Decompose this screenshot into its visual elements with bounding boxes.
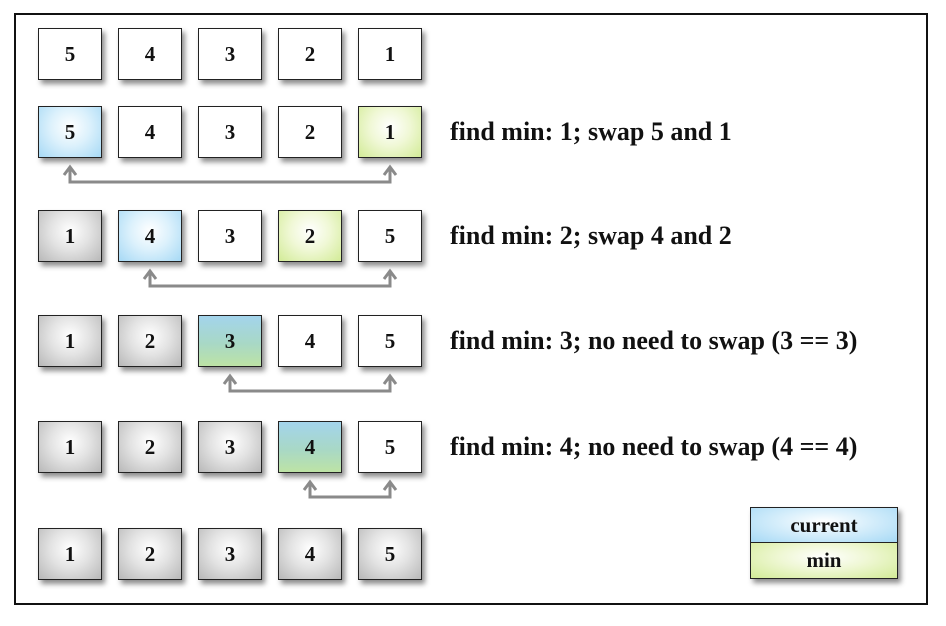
- arrow-head-icon: [222, 373, 238, 385]
- array-cell-r2-c4: 2: [278, 106, 342, 158]
- array-cell-r4-c2: 2: [118, 315, 182, 367]
- array-cell-r6-c4: 4: [278, 528, 342, 580]
- legend-min: min: [751, 543, 897, 578]
- swap-arrow-row-3: [142, 268, 398, 288]
- array-cell-r5-c3: 3: [198, 421, 262, 473]
- array-cell-r1-c1: 5: [38, 28, 102, 80]
- swap-arrow-row-2: [62, 164, 398, 184]
- legend-current: current: [751, 508, 897, 543]
- array-cell-r1-c4: 2: [278, 28, 342, 80]
- step-description-5: find min: 4; no need to swap (4 == 4): [450, 432, 858, 461]
- array-cell-r3-c2: 4: [118, 210, 182, 262]
- array-cell-r5-c2: 2: [118, 421, 182, 473]
- step-description-4: find min: 3; no need to swap (3 == 3): [450, 326, 858, 355]
- swap-arrow-row-4: [222, 373, 398, 393]
- array-cell-r2-c2: 4: [118, 106, 182, 158]
- array-cell-r6-c3: 3: [198, 528, 262, 580]
- array-cell-r4-c5: 5: [358, 315, 422, 367]
- arrow-head-icon: [302, 479, 318, 491]
- step-description-3: find min: 2; swap 4 and 2: [450, 221, 732, 250]
- array-cell-r2-c3: 3: [198, 106, 262, 158]
- array-cell-r5-c1: 1: [38, 421, 102, 473]
- arrow-head-icon: [382, 268, 398, 280]
- array-cell-r4-c1: 1: [38, 315, 102, 367]
- array-cell-r3-c1: 1: [38, 210, 102, 262]
- arrow-head-icon: [142, 268, 158, 280]
- swap-arrow-row-5: [302, 479, 398, 499]
- array-cell-r5-c5: 5: [358, 421, 422, 473]
- array-cell-r4-c3: 3: [198, 315, 262, 367]
- array-cell-r3-c4: 2: [278, 210, 342, 262]
- array-cell-r1-c5: 1: [358, 28, 422, 80]
- array-cell-r4-c4: 4: [278, 315, 342, 367]
- step-description-2: find min: 1; swap 5 and 1: [450, 117, 732, 146]
- array-cell-r3-c3: 3: [198, 210, 262, 262]
- array-cell-r6-c2: 2: [118, 528, 182, 580]
- arrow-head-icon: [382, 373, 398, 385]
- array-cell-r1-c3: 3: [198, 28, 262, 80]
- array-cell-r6-c1: 1: [38, 528, 102, 580]
- array-cell-r6-c5: 5: [358, 528, 422, 580]
- arrow-head-icon: [382, 479, 398, 491]
- array-cell-r2-c5: 1: [358, 106, 422, 158]
- arrow-head-icon: [62, 164, 78, 176]
- legend: current min: [750, 507, 898, 579]
- arrow-head-icon: [382, 164, 398, 176]
- array-cell-r1-c2: 4: [118, 28, 182, 80]
- array-cell-r5-c4: 4: [278, 421, 342, 473]
- array-cell-r2-c1: 5: [38, 106, 102, 158]
- array-cell-r3-c5: 5: [358, 210, 422, 262]
